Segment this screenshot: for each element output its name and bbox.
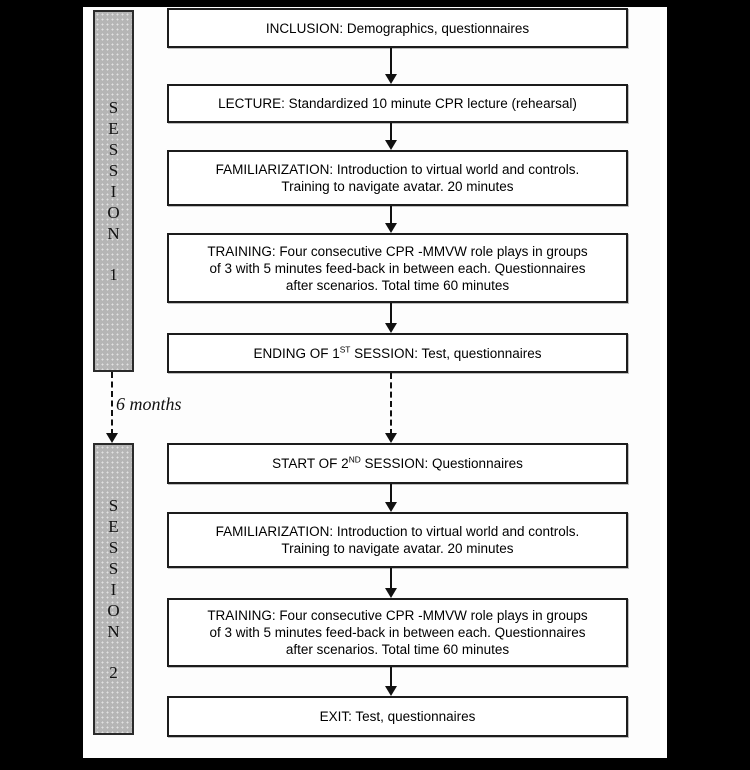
arrow-line [390,667,392,688]
text-segment: START OF 2 [272,456,349,471]
arrow-head-icon [385,74,397,84]
box-start-session-2-text: START OF 2ND SESSION: Questionnaires [272,455,523,472]
arrow-familiarization-2-to-training-2 [385,568,397,598]
arrow-head-icon [385,223,397,233]
arrow-line [390,568,392,590]
arrow-line [390,206,392,225]
session-1-bar: S E S S I O N 1 [93,10,134,372]
interval-label: 6 months [116,394,182,414]
session-2-letter: E [108,517,119,536]
arrow-inclusion-to-lecture [385,48,397,84]
text-segment: SESSION: Questionnaires [360,456,523,471]
session-1-letter: E [108,119,119,138]
session-2-letter: O [107,601,120,620]
text-segment: ENDING OF 1 [253,345,340,361]
session-1-letter: S [108,140,119,159]
box-familiarization-2-line: FAMILIARIZATION: Introduction to virtual… [215,524,580,539]
session-2-letter: I [110,580,117,599]
box-training-1-line: TRAINING: Four consecutive CPR -MMVW rol… [207,243,588,259]
box-exit-text: EXIT: Test, questionnaires [319,709,476,724]
box-lecture: LECTURE: Standardized 10 minute CPR lect… [167,84,628,123]
session-2-letter: S [108,559,119,578]
box-lecture-text: LECTURE: Standardized 10 minute CPR lect… [218,96,577,111]
arrow-line [390,48,392,76]
session-2-bar: S E S S I O N 2 [93,443,134,735]
dashed-arrow-line [390,373,392,435]
arrow-training-2-to-exit [385,667,397,696]
arrow-head-icon [106,433,118,443]
session-1-letter: O [107,203,120,222]
box-start-session-2: START OF 2ND SESSION: Questionnaires [167,443,628,484]
arrow-line [390,303,392,325]
dashed-arrow-ending-1-to-start-2 [385,373,397,443]
ordinal-suffix: ST [339,344,351,354]
arrow-head-icon [385,433,397,443]
arrow-head-icon [385,588,397,598]
box-exit: EXIT: Test, questionnaires [167,696,628,737]
text-segment: SESSION: Test, questionnaires [350,345,542,361]
box-ending-session-1: ENDING OF 1ST SESSION: Test, questionnai… [167,333,628,373]
box-training-1-line: of 3 with 5 minutes feed-back in between… [209,260,586,276]
box-inclusion: INCLUSION: Demographics, questionnaires [167,8,628,48]
box-familiarization-2: FAMILIARIZATION: Introduction to virtual… [167,512,628,568]
box-inclusion-text: INCLUSION: Demographics, questionnaires [265,20,530,36]
box-training-1-line: after scenarios. Total time 60 minutes [285,277,510,293]
box-ending-session-1-text: ENDING OF 1ST SESSION: Test, questionnai… [253,345,541,362]
session-2-letter: N [107,622,120,641]
box-familiarization-1: FAMILIARIZATION: Introduction to virtual… [167,150,628,206]
dashed-arrow-line [111,372,113,435]
session-1-letter: S [108,98,119,117]
arrow-training-1-to-ending-1 [385,303,397,333]
arrow-head-icon [385,323,397,333]
box-familiarization-1-line: FAMILIARIZATION: Introduction to virtual… [215,162,580,177]
arrow-head-icon [385,502,397,512]
box-training-2: TRAINING: Four consecutive CPR -MMVW rol… [167,598,628,667]
box-training-2-line: after scenarios. Total time 60 minutes [285,642,510,657]
ordinal-suffix: ND [348,454,361,465]
session-1-letter: I [110,182,117,201]
arrow-lecture-to-familiarization-1 [385,123,397,150]
session-1-number: 1 [109,265,118,284]
arrow-line [390,123,392,142]
arrow-head-icon [385,140,397,150]
session-2-letter: S [108,538,119,557]
session-2-letter: S [108,496,119,515]
session-1-letter: S [108,161,119,180]
arrow-familiarization-1-to-training-1 [385,206,397,233]
box-training-1: TRAINING: Four consecutive CPR -MMVW rol… [167,233,628,303]
session-2-number: 2 [109,663,118,682]
arrow-line [390,484,392,504]
box-training-2-line: of 3 with 5 minutes feed-back in between… [209,625,586,640]
box-familiarization-1-line: Training to navigate avatar. 20 minutes [281,179,514,194]
box-familiarization-2-line: Training to navigate avatar. 20 minutes [281,541,514,556]
box-training-2-line: TRAINING: Four consecutive CPR -MMVW rol… [207,608,588,623]
arrow-head-icon [385,686,397,696]
session-1-letter: N [107,224,120,243]
arrow-start-2-to-familiarization-2 [385,484,397,512]
dashed-arrow-session-1-to-session-2 [106,372,118,443]
